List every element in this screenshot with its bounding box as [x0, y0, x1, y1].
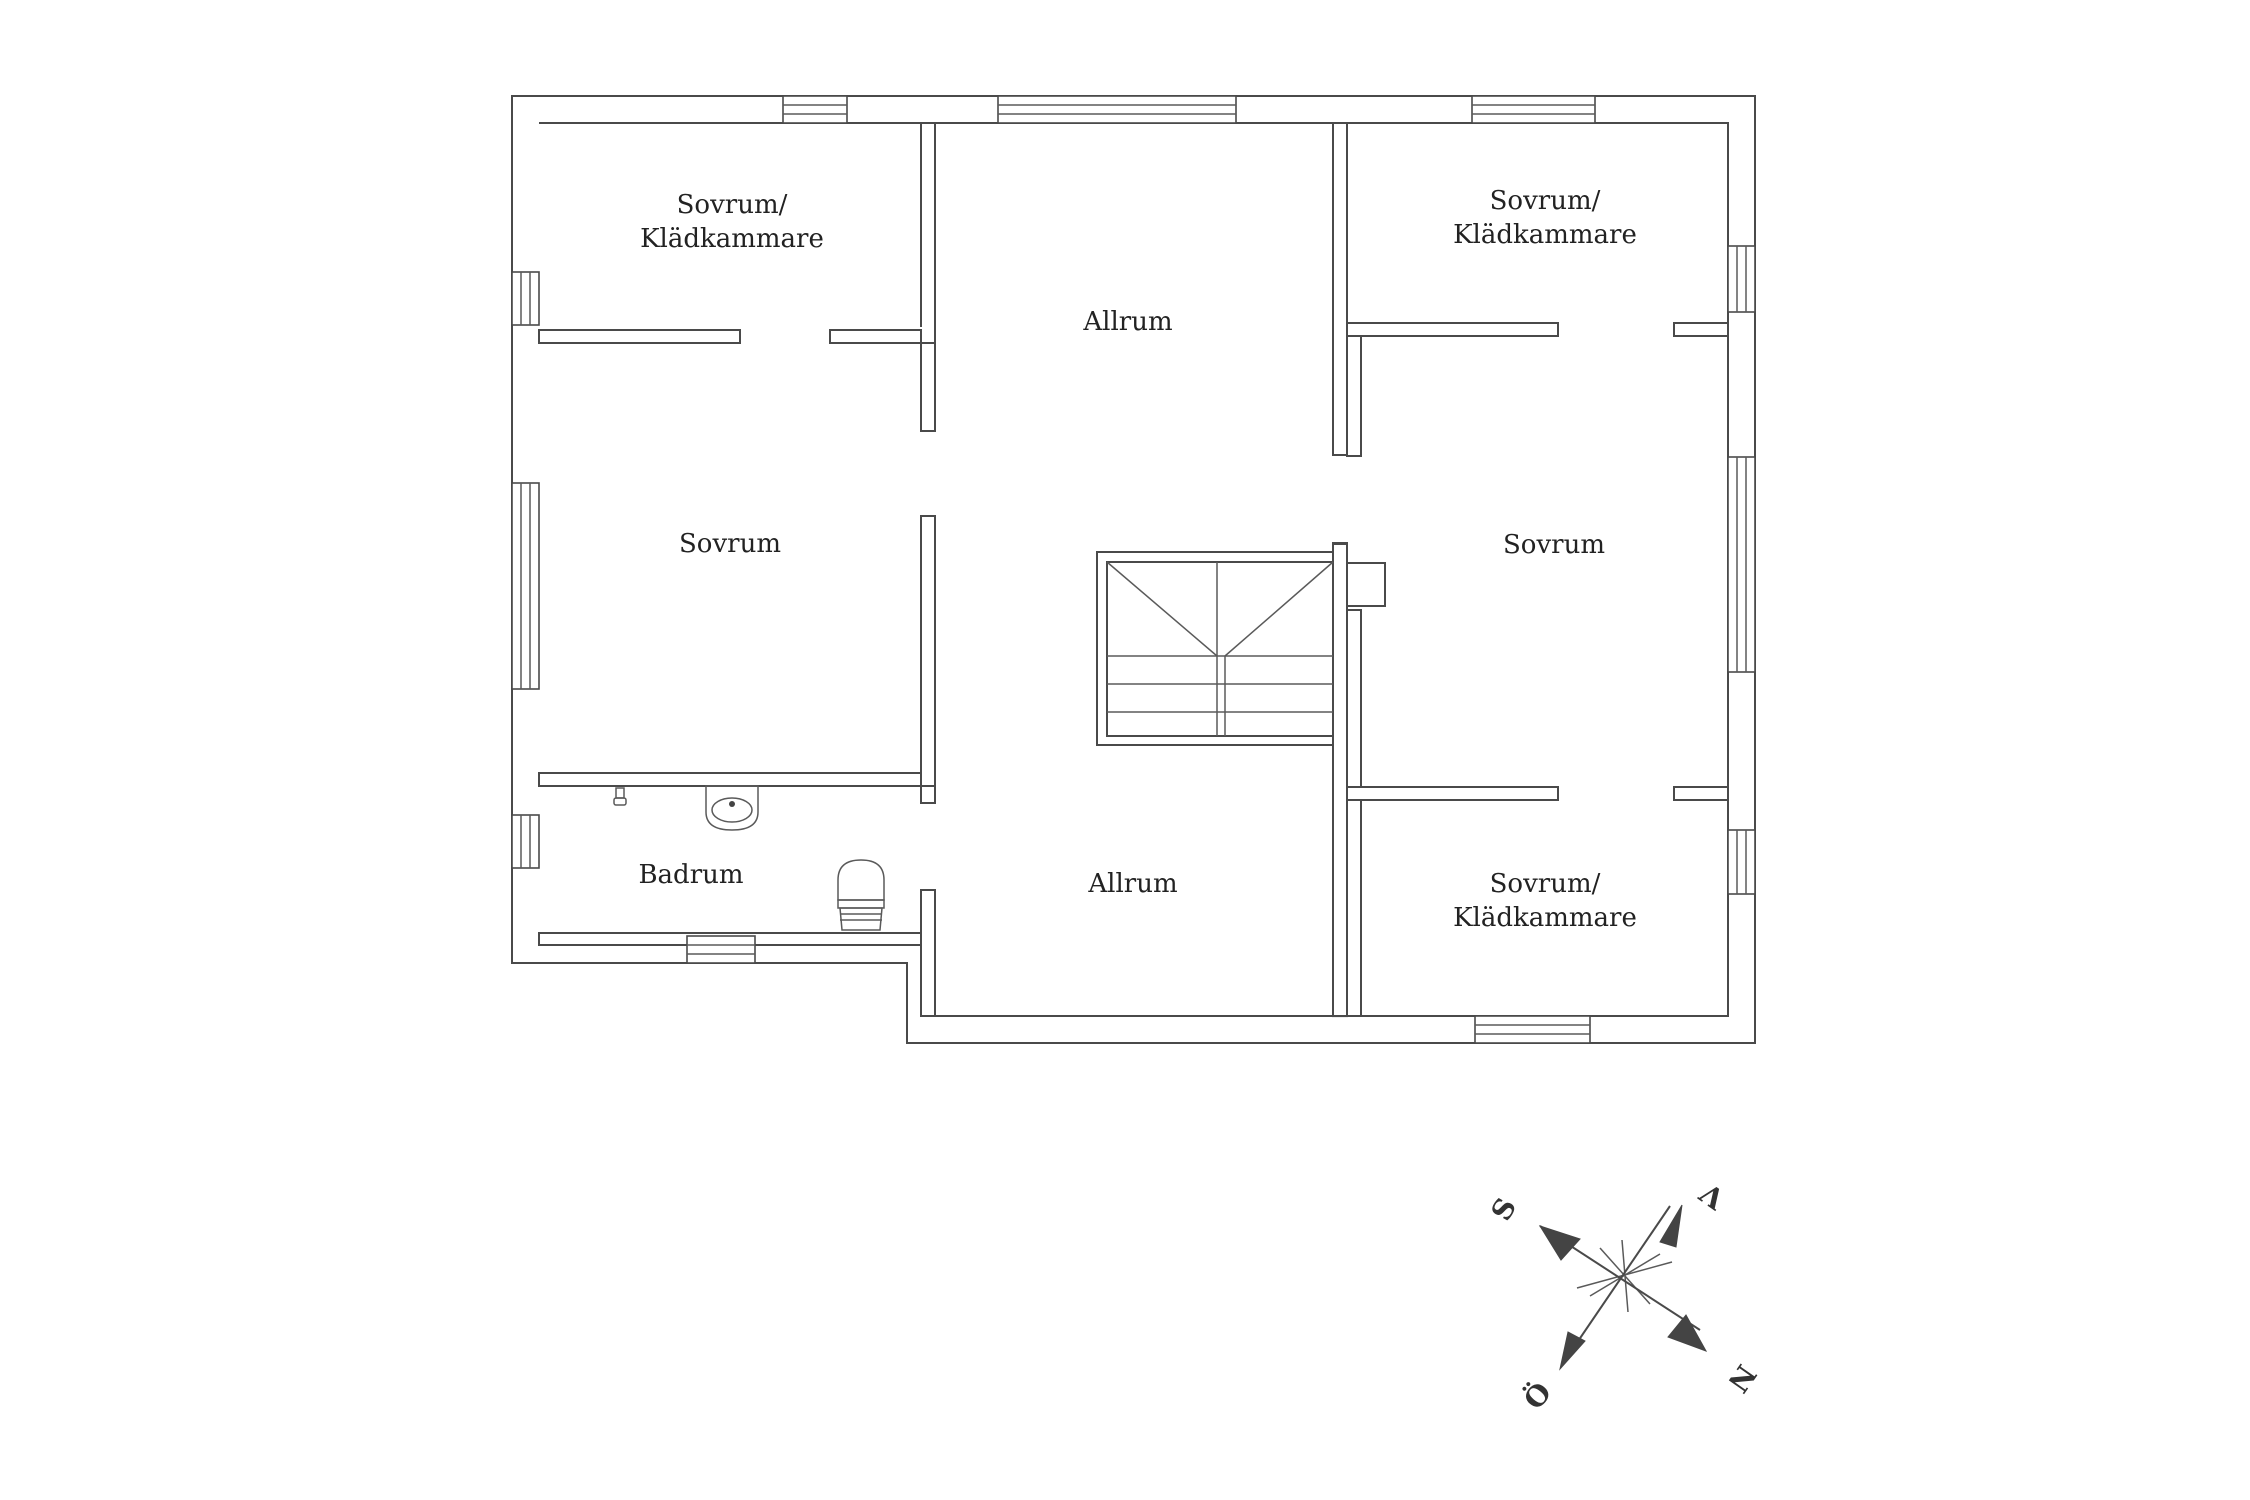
staircase [1096, 551, 1334, 746]
window-bottom-1 [686, 935, 756, 964]
compass-north-letter: N [1721, 1359, 1763, 1399]
label-bath: Badrum [638, 860, 743, 890]
window-bottom-2 [1474, 1015, 1591, 1044]
toilet-icon [837, 859, 885, 931]
arrow-east-icon [1559, 1331, 1586, 1371]
window-left-3 [511, 814, 540, 869]
sink-icon [705, 785, 759, 831]
window-right-1 [1727, 245, 1756, 313]
window-left-2 [511, 482, 540, 690]
label-mid-left: Sovrum [679, 529, 781, 559]
label-top-left-line1: Sovrum/ [677, 190, 788, 220]
label-bottom-right-line1: Sovrum/ [1490, 869, 1601, 899]
room-walls [538, 122, 1729, 1018]
label-top-left-line2: Klädkammare [640, 224, 824, 254]
arrow-south-icon [1538, 1225, 1581, 1261]
faucet-icon [613, 787, 627, 806]
window-left-1 [511, 271, 540, 326]
room-labels: Sovrum/ Klädkammare Allrum Sovrum/ Klädk… [638, 186, 1636, 933]
label-top-center: Allrum [1082, 307, 1172, 337]
compass-east-letter: Ö [1516, 1375, 1558, 1416]
label-top-right-line2: Klädkammare [1453, 220, 1637, 250]
compass-star-lines [1576, 1239, 1673, 1313]
label-top-right-line1: Sovrum/ [1490, 186, 1601, 216]
arrow-north-icon [1667, 1314, 1708, 1352]
window-top-2 [997, 95, 1237, 124]
window-top-3 [1471, 95, 1596, 124]
compass-rose: S V N Ö [1484, 1175, 1762, 1416]
label-mid-right: Sovrum [1503, 530, 1605, 560]
window-top-1 [782, 95, 848, 124]
window-right-2 [1727, 456, 1756, 673]
windows [511, 95, 1756, 1044]
compass-west-letter: V [1693, 1175, 1732, 1216]
compass-south-letter: S [1484, 1192, 1523, 1226]
arrow-west-icon [1659, 1204, 1683, 1248]
window-right-3 [1727, 829, 1756, 895]
bath-fixtures [613, 785, 885, 931]
label-bottom-center: Allrum [1087, 869, 1177, 899]
label-bottom-right-line2: Klädkammare [1453, 903, 1637, 933]
